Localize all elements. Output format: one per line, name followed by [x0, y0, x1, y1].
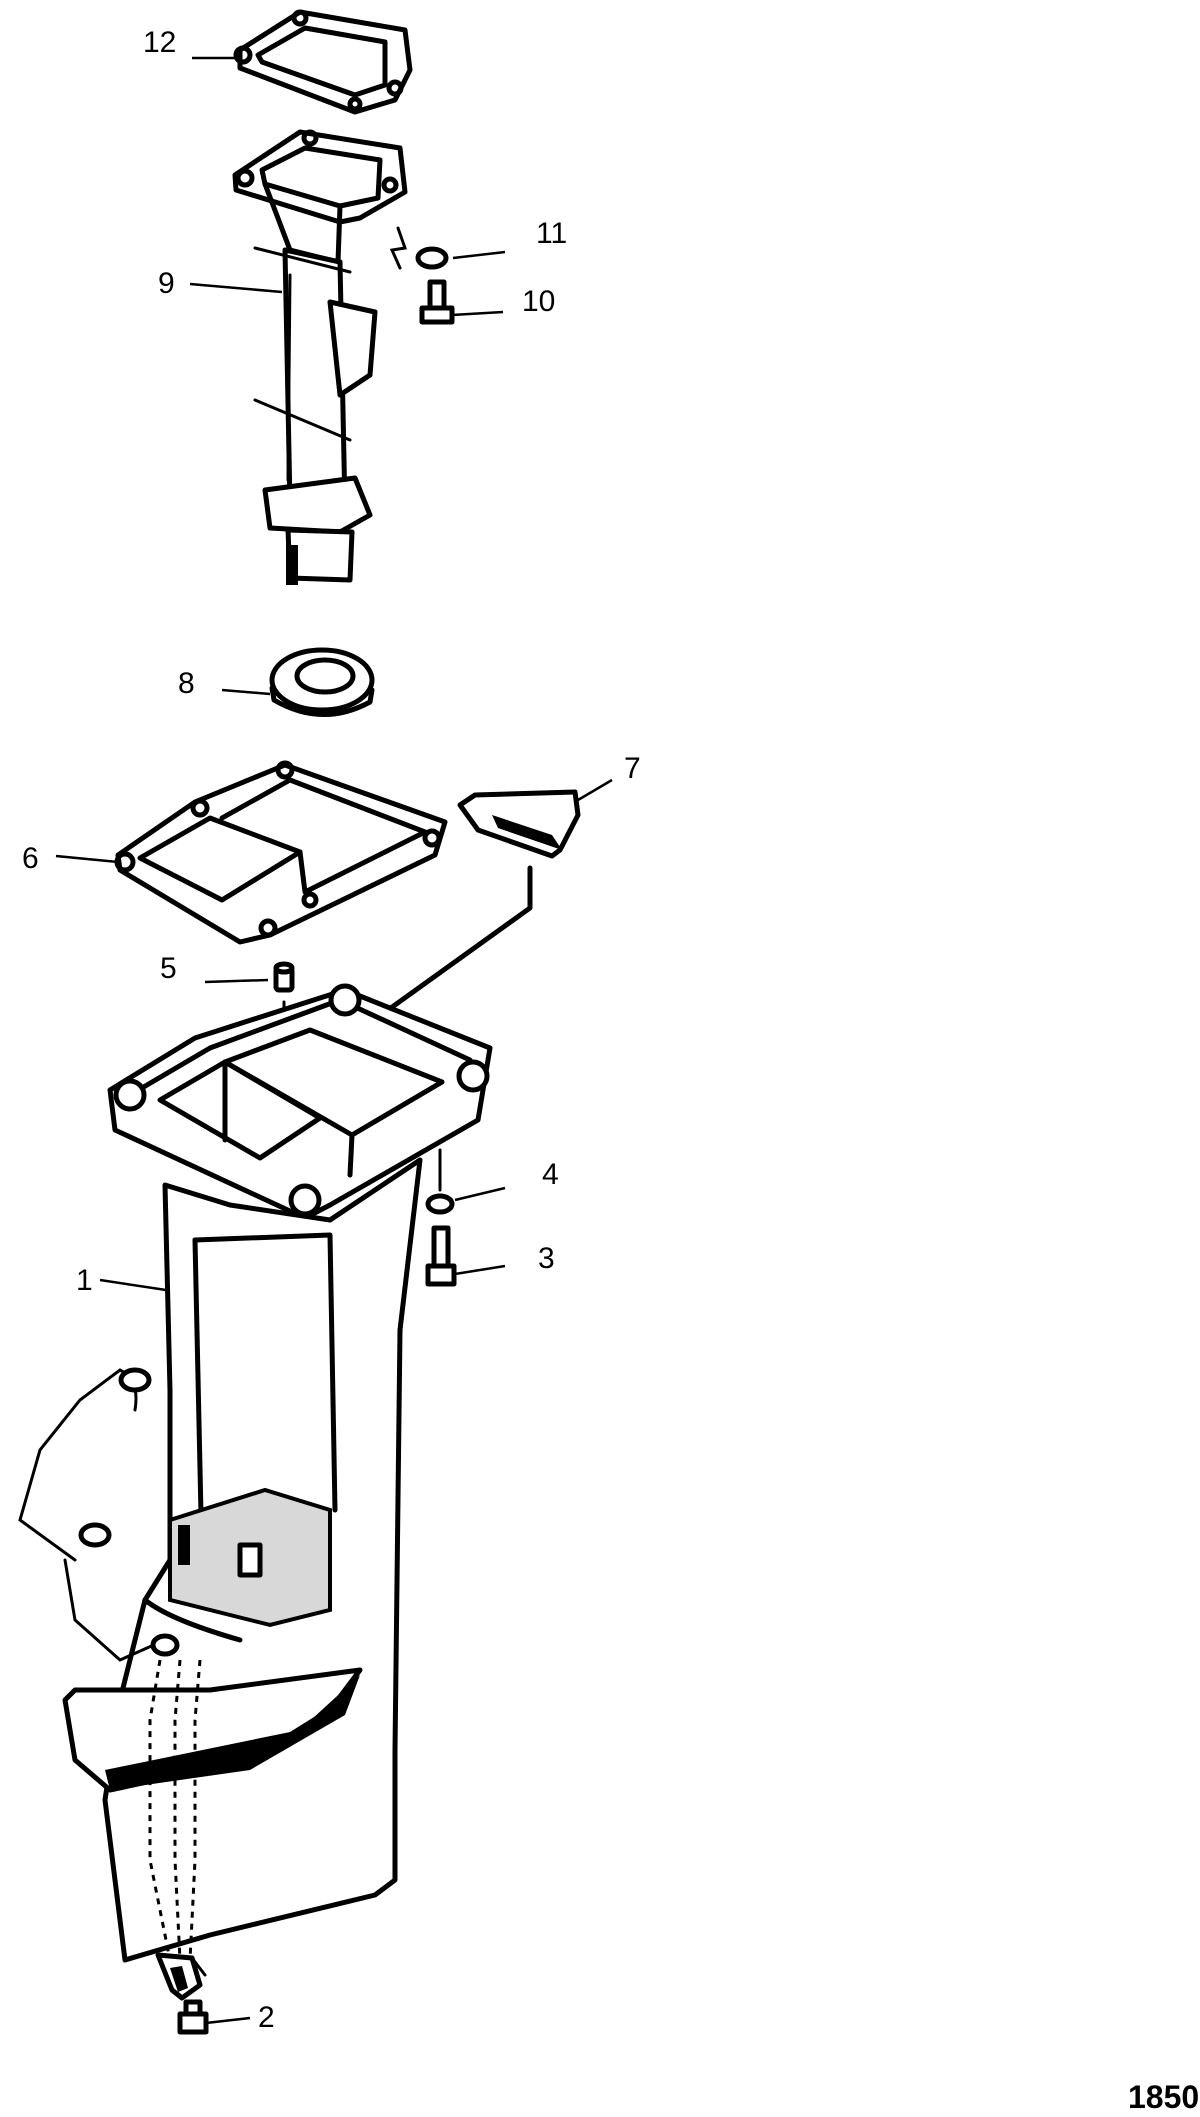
part-1-driveshaft-housing: [18, 983, 493, 2001]
callout-4: 4: [542, 1158, 559, 1191]
part-12-gasket: [233, 9, 413, 115]
callout-11: 11: [536, 217, 567, 250]
part-10-bolt: [419, 279, 455, 325]
callout-12: 12: [143, 26, 176, 59]
callout-5: 5: [160, 952, 177, 985]
part-7-cover-plate: [385, 789, 581, 1013]
callout-1: 1: [76, 1264, 93, 1297]
part-9-exhaust-tube: [232, 129, 408, 585]
part-8-grommet: [269, 647, 375, 717]
part-6-gasket: [114, 760, 448, 945]
part-11-washer: [389, 226, 449, 270]
callout-10: 10: [522, 285, 555, 318]
figure-number: 1850: [1128, 2079, 1199, 2115]
callout-9: 9: [158, 267, 175, 300]
callout-6: 6: [22, 842, 39, 875]
part-2-screw: [177, 1999, 209, 2035]
callout-8: 8: [178, 667, 195, 700]
callout-labels: 12 9 11 10 8 6 7 5 4 3 1 2: [22, 26, 641, 2034]
part-4-washer: [425, 1148, 455, 1215]
callout-2: 2: [258, 2001, 275, 2034]
callout-7: 7: [624, 752, 641, 785]
part-3-bolt: [425, 1225, 457, 1287]
callout-3: 3: [538, 1242, 555, 1275]
leader-lines: [55, 56, 613, 2025]
